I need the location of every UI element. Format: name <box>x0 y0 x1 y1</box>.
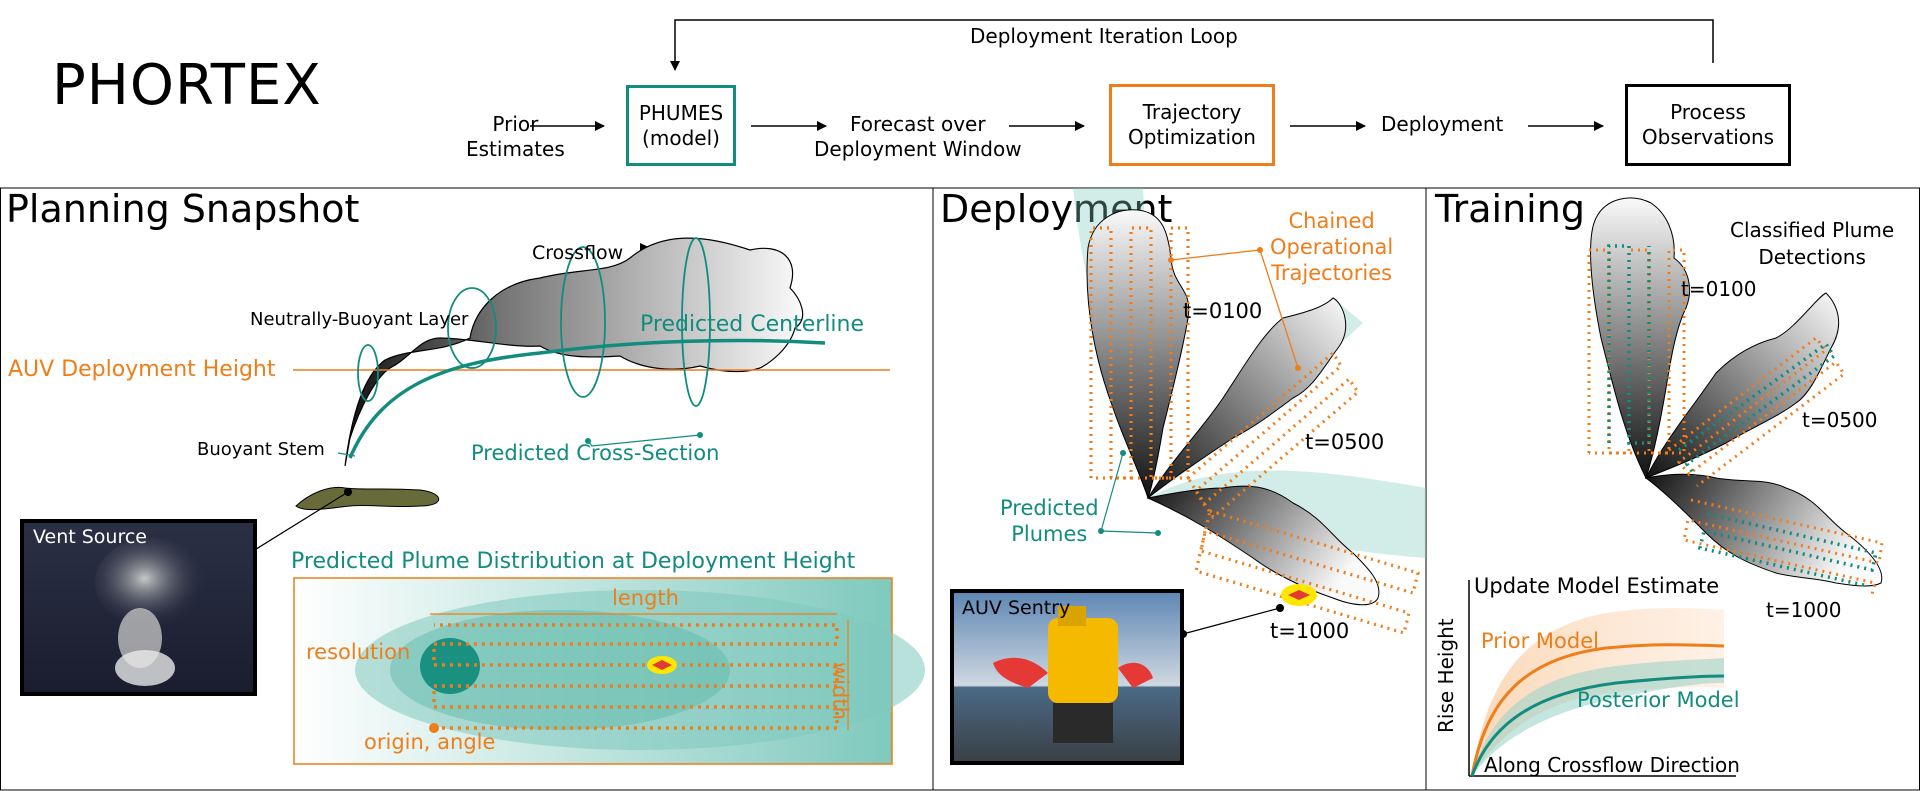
auv-sentry-label: AUV Sentry <box>962 597 1071 619</box>
deployment-illustration <box>950 188 1426 765</box>
training-detections-t0500 <box>1677 341 1837 477</box>
step-deployment: Deployment <box>1381 112 1504 136</box>
crossflow-label: Crossflow <box>532 242 624 264</box>
deployment-t0500: t=0500 <box>1305 430 1385 454</box>
distribution-title: Predicted Plume Distribution at Deployme… <box>291 549 856 574</box>
cross-section-1 <box>357 344 379 402</box>
origin-label: origin, angle <box>364 730 496 754</box>
plume-shape <box>344 237 804 467</box>
plume-t0100 <box>1086 209 1190 500</box>
centerline-curve <box>348 338 826 459</box>
posterior-curve <box>1470 674 1725 777</box>
resolution-label: resolution <box>306 640 411 664</box>
trajectory-t0500 <box>1186 350 1361 520</box>
training-plume-t0500 <box>1644 292 1840 479</box>
prior-model-label: Prior Model <box>1481 629 1599 653</box>
loop-line <box>670 19 1714 71</box>
step-prior-estimates: Prior Estimates <box>466 112 565 161</box>
vent-source-label: Vent Source <box>33 526 147 548</box>
posterior-model-label: Posterior Model <box>1577 688 1740 712</box>
chained-trajectories-label: Chained Operational Trajectories <box>1270 209 1394 285</box>
prior-curve <box>1470 643 1725 777</box>
cross-section-2 <box>447 287 497 369</box>
deployment-t1000: t=1000 <box>1270 619 1350 643</box>
neutral-layer-label: Neutrally-Buoyant Layer <box>250 309 469 330</box>
loop-label: Deployment Iteration Loop <box>970 24 1238 48</box>
auv-height-label: AUV Deployment Height <box>8 357 276 382</box>
vent-blob <box>295 486 440 511</box>
training-title: Training <box>1435 187 1585 231</box>
step-phumes-box: PHUMES(model) <box>626 85 736 166</box>
along-crossflow-label: Along Crossflow Direction <box>1484 753 1740 777</box>
plume-t0500 <box>1147 297 1347 499</box>
update-model-label: Update Model Estimate <box>1474 574 1720 598</box>
cross-section-label: Predicted Cross-Section <box>471 441 720 465</box>
cross-section-4 <box>681 237 711 407</box>
training-t0100: t=0100 <box>1681 277 1757 301</box>
training-t1000: t=1000 <box>1766 598 1842 622</box>
classified-detections-label: Classified Plume Detections <box>1730 218 1895 269</box>
training-illustration <box>1468 197 1884 777</box>
header-arrows <box>530 19 1714 131</box>
planning-illustration <box>20 237 925 765</box>
centerline-label: Predicted Centerline <box>640 312 865 337</box>
training-detections-t0100 <box>1607 244 1651 445</box>
posterior-band <box>1472 658 1724 776</box>
deployment-t0100: t=0100 <box>1183 299 1263 323</box>
training-t0500: t=0500 <box>1802 408 1878 432</box>
predicted-plumes-label: Predicted Plumes <box>1000 496 1099 546</box>
page-title: PHORTEX <box>52 53 322 118</box>
rise-height-label: Rise Height <box>1434 618 1458 733</box>
training-plume-t1000 <box>1644 473 1883 587</box>
planning-title: Planning Snapshot <box>6 187 360 231</box>
step-forecast: Forecast over Deployment Window <box>814 112 1022 161</box>
cross-section-3 <box>560 246 606 398</box>
length-label: length <box>612 586 679 610</box>
width-label: width <box>828 662 852 720</box>
buoyant-stem-label: Buoyant Stem <box>197 439 325 460</box>
